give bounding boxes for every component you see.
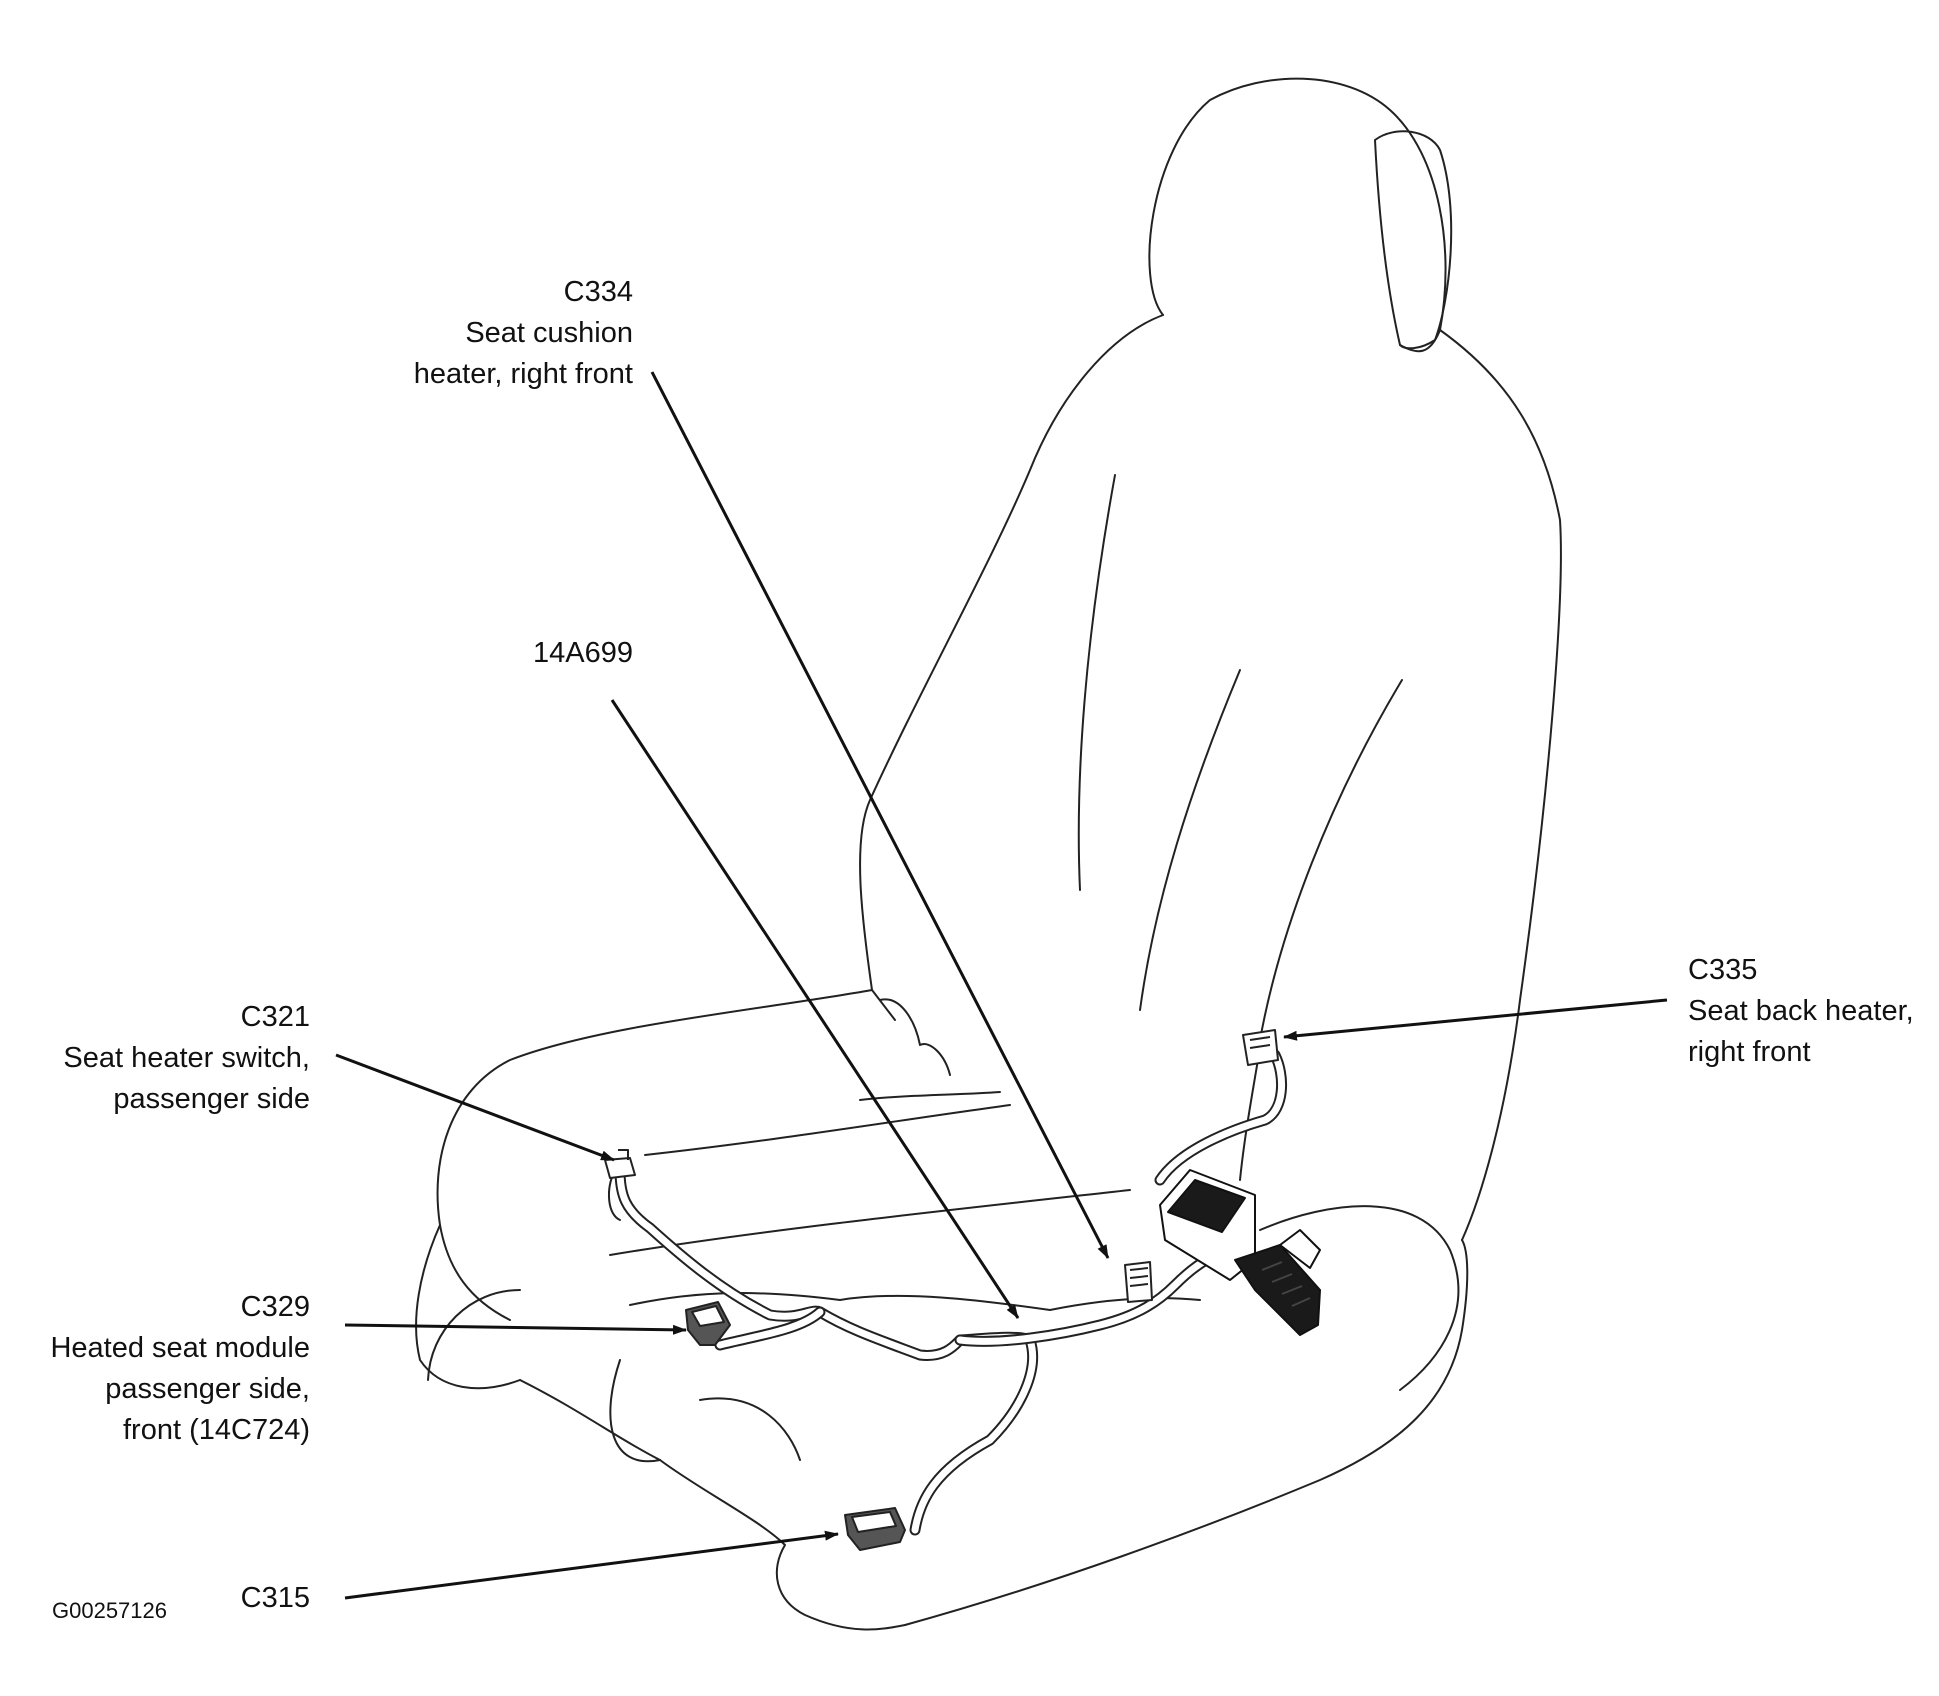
- callout-c335-id: C335: [1688, 954, 1758, 986]
- callout-c321-line-2: passenger side: [113, 1083, 310, 1115]
- seat-belt-buckle: [1159, 1169, 1321, 1336]
- seat-cushion-left: [415, 1224, 521, 1390]
- harness-inner: [616, 1166, 1037, 1534]
- callout-c329-line-1: Heated seat module: [50, 1332, 310, 1364]
- callout-c315: C315: [160, 1578, 310, 1619]
- seat-back-lower-fold: [879, 998, 951, 1076]
- seat-back: [859, 314, 1164, 1021]
- seat-cushion-inner-front: [609, 1359, 661, 1463]
- callout-c329-line-3: front (14C724): [123, 1414, 310, 1446]
- headrest: [1148, 77, 1447, 353]
- buckle-stalk-ribs: [1261, 1261, 1311, 1307]
- headrest-front-face: [1374, 130, 1453, 350]
- callout-c335-line-1: Seat back heater,: [1688, 995, 1914, 1027]
- connector-c321: [604, 1149, 636, 1179]
- leader-lines: [335, 371, 1668, 1600]
- callout-c321: C321 Seat heater switch, passenger side: [20, 997, 310, 1120]
- seat-cushion-rear-line-2: [609, 1189, 1131, 1256]
- seat-cushion-front: [519, 1379, 906, 1631]
- seat-cushion-rear-line-3: [859, 1091, 1001, 1101]
- leader-c334: [650, 371, 1110, 1259]
- leader-c329: [344, 1323, 687, 1335]
- leader-c315: [344, 1530, 839, 1600]
- callout-c335-line-2: right front: [1688, 1036, 1811, 1068]
- callout-c321-line-1: Seat heater switch,: [63, 1042, 310, 1074]
- seat-back-seam-3: [1259, 679, 1403, 1041]
- seat-cushion-inner-fold: [699, 1397, 801, 1461]
- callout-c315-id: C315: [240, 1582, 310, 1614]
- seat-back-seam-1: [1077, 474, 1116, 891]
- harness-branch-module-inner: [716, 1308, 824, 1349]
- buckle-mount: [1279, 1229, 1321, 1269]
- callout-c329: C329 Heated seat module passenger side, …: [10, 1287, 310, 1451]
- connector-c315: [844, 1507, 906, 1551]
- callout-c321-id: C321: [240, 1001, 310, 1033]
- wiring-harness: [608, 1049, 1288, 1536]
- figure-reference-id: G00257126: [52, 1598, 167, 1623]
- harness-branch-back-inner: [1156, 1051, 1286, 1184]
- leader-c321: [335, 1053, 615, 1162]
- callout-14a699-id: 14A699: [533, 637, 633, 669]
- leader-c335: [1283, 998, 1668, 1041]
- callout-c329-id: C329: [240, 1291, 310, 1323]
- connector-c335: [1242, 1029, 1279, 1066]
- connector-c334: [1124, 1261, 1153, 1303]
- callout-c334-id: C334: [563, 276, 633, 308]
- callout-c334: C334 Seat cushion heater, right front: [340, 272, 633, 395]
- callout-c335: C335 Seat back heater, right front: [1688, 950, 1928, 1073]
- seat-cushion-base: [904, 1239, 1469, 1626]
- callout-c329-line-2: passenger side,: [105, 1373, 310, 1405]
- seat-back-right-edge: [1439, 329, 1562, 1241]
- callout-14a699: 14A699: [480, 633, 633, 674]
- seat-back-seam-2: [1139, 669, 1241, 1011]
- connector-c329: [685, 1301, 731, 1346]
- harness-branch-right-inner: [956, 1246, 1234, 1345]
- seat-outline: [415, 77, 1562, 1631]
- buckle-top: [1167, 1179, 1246, 1233]
- seat-cushion-side-fold: [427, 1289, 521, 1381]
- seat-cushion-rear-line-1: [644, 1104, 1011, 1156]
- callout-c334-line-1: Seat cushion: [465, 317, 633, 349]
- leader-14a699: [610, 699, 1020, 1319]
- seat-cushion-bolster: [1259, 1205, 1460, 1391]
- seat-cushion-top: [436, 989, 873, 1321]
- connectors: [604, 1029, 1279, 1551]
- callout-c334-line-2: heater, right front: [413, 358, 633, 390]
